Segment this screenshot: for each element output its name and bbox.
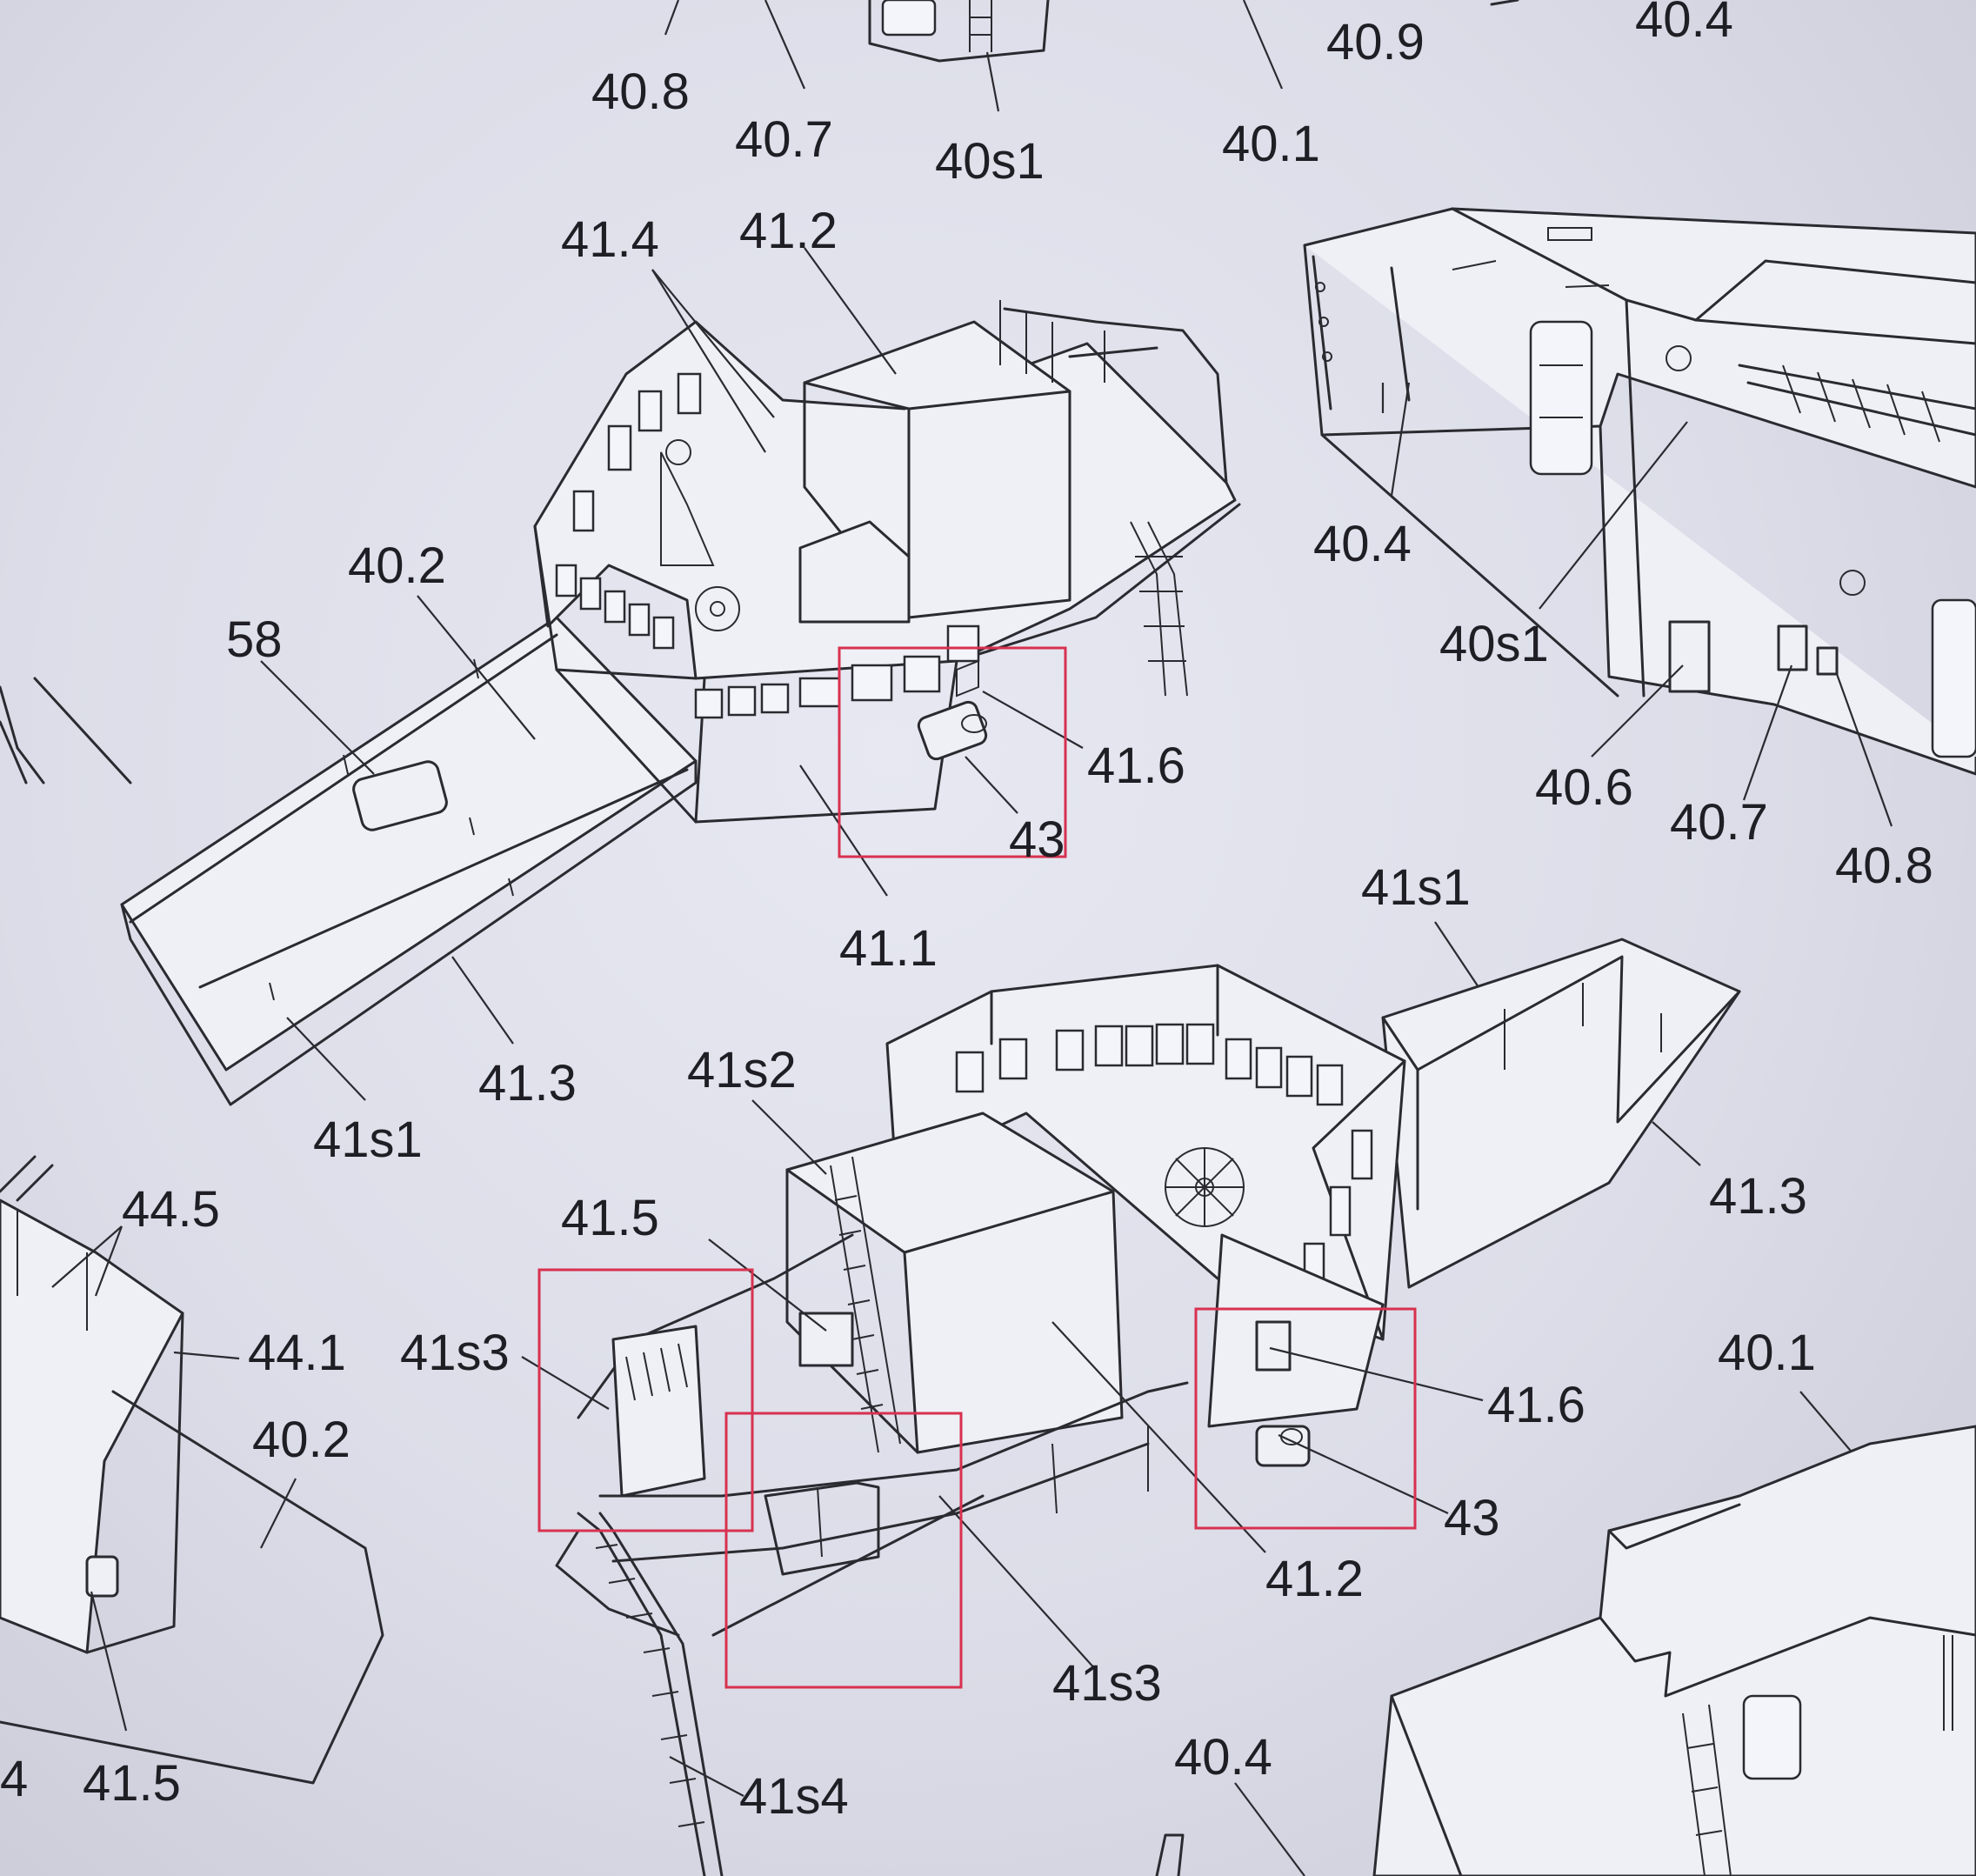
label-41-4: 41.4 bbox=[561, 211, 659, 268]
top-assembly-fragment bbox=[868, 0, 1519, 63]
label-41-5-bottom: 41.5 bbox=[83, 1755, 181, 1812]
label-40-4-top: 40.4 bbox=[1635, 0, 1733, 48]
label-41-2-bottom: 41.2 bbox=[1265, 1551, 1364, 1607]
label-44-1: 44.1 bbox=[248, 1325, 346, 1381]
label-40s1-top: 40s1 bbox=[935, 133, 1045, 190]
label-41s4: 41s4 bbox=[739, 1768, 849, 1825]
deckhouse-upper-right bbox=[1303, 207, 1976, 827]
highlight-boxes bbox=[537, 646, 1417, 1689]
label-41-1: 41.1 bbox=[839, 920, 938, 977]
label-40-2-bottom: 40.2 bbox=[252, 1412, 350, 1468]
top-leaders bbox=[664, 0, 1284, 112]
assembly-41-upper bbox=[120, 300, 1241, 1106]
label-41s3-bottom: 41s3 bbox=[1052, 1655, 1162, 1712]
label-41s2: 41s2 bbox=[687, 1042, 797, 1098]
label-44-5: 44.5 bbox=[122, 1181, 220, 1238]
label-40-4-right: 40.4 bbox=[1313, 516, 1412, 572]
assembly-41-lower-leaders bbox=[521, 921, 1875, 1876]
label-40-9: 40.9 bbox=[1326, 14, 1425, 70]
label-40-7-right: 40.7 bbox=[1670, 794, 1768, 851]
label-41-3-right: 41.3 bbox=[1709, 1168, 1807, 1225]
label-58: 58 bbox=[226, 611, 283, 668]
label-40-1-bottom: 40.1 bbox=[1718, 1325, 1816, 1381]
label-40-6: 40.6 bbox=[1535, 759, 1633, 816]
lower-windows bbox=[955, 1023, 1373, 1293]
assembly-41-upper-leaders bbox=[260, 247, 1084, 1101]
label-40-8-top: 40.8 bbox=[591, 63, 690, 120]
label-41s1-left: 41s1 bbox=[313, 1112, 423, 1168]
callout-labels: 40.8 40.7 40s1 40.1 40.9 40.4 41.4 41.2 … bbox=[0, 0, 1933, 1825]
label-41-5-mid: 41.5 bbox=[561, 1190, 659, 1246]
highlight-box-41-6-43-lower bbox=[1194, 1307, 1417, 1530]
assembly-44-fragment bbox=[0, 677, 384, 1785]
highlight-box-41-6-43-upper bbox=[838, 646, 1067, 858]
label-41-6-bottom: 41.6 bbox=[1487, 1377, 1585, 1433]
label-4-edge: 4 bbox=[0, 1751, 28, 1807]
label-41-3-left: 41.3 bbox=[478, 1055, 577, 1112]
highlight-box-gate bbox=[724, 1412, 963, 1689]
label-43-bottom: 43 bbox=[1444, 1490, 1500, 1546]
label-41s3-left: 41s3 bbox=[400, 1325, 510, 1381]
assembly-44-leaders bbox=[51, 1225, 297, 1732]
label-41s1-right: 41s1 bbox=[1361, 859, 1471, 916]
label-40-7-top: 40.7 bbox=[735, 111, 833, 168]
label-43-top: 43 bbox=[1009, 811, 1065, 868]
deck-lower-right bbox=[1155, 1425, 1976, 1876]
label-40s1-right: 40s1 bbox=[1439, 616, 1549, 672]
label-40-2-mid: 40.2 bbox=[348, 537, 446, 594]
label-40-8-right: 40.8 bbox=[1835, 838, 1933, 894]
label-41-6-top: 41.6 bbox=[1087, 738, 1185, 794]
assembly-41-lower bbox=[555, 938, 1741, 1876]
label-40-1-top: 40.1 bbox=[1222, 116, 1320, 172]
highlight-box-41s3-locker bbox=[537, 1268, 754, 1532]
label-41-2-top: 41.2 bbox=[739, 203, 838, 259]
bridge-windows bbox=[555, 372, 980, 719]
label-40-4-bottom: 40.4 bbox=[1174, 1729, 1272, 1786]
